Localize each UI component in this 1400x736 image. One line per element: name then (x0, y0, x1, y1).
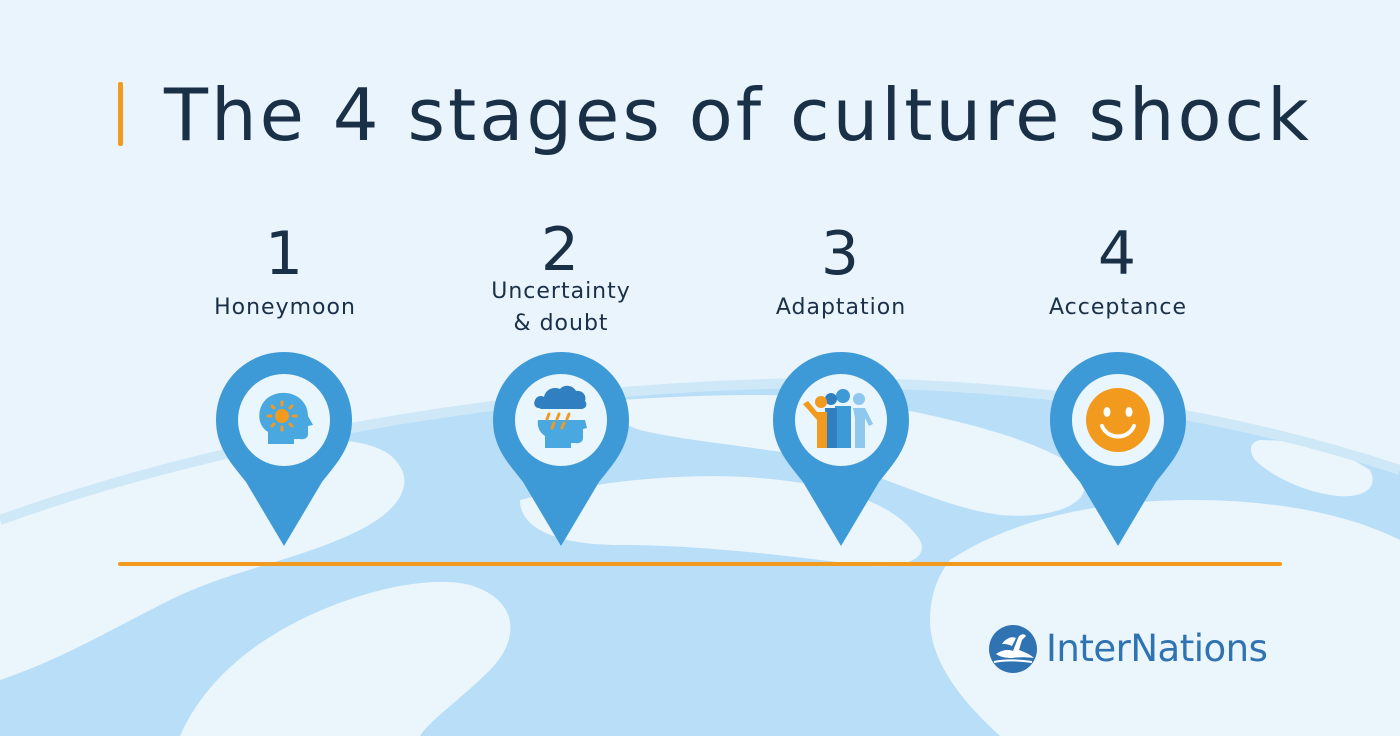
stage-label: Uncertainty & doubt (441, 276, 681, 340)
stage-label-line: Honeymoon (214, 295, 356, 320)
stage-label-line: Acceptance (1048, 295, 1188, 320)
stage-label: Adaptation (721, 292, 961, 324)
stage-number: 1 (264, 219, 306, 289)
location-pin-2 (493, 352, 629, 546)
stage-4: 4 Acceptance (998, 222, 1238, 324)
stage-number: 4 (1097, 219, 1139, 289)
stage-label-line: Adaptation (775, 295, 907, 320)
location-pin-3 (773, 352, 909, 546)
logo-text: InterNations (1046, 627, 1268, 670)
location-pin-4 (1050, 352, 1186, 546)
land-east (930, 500, 1400, 736)
internations-logo: InterNations (988, 622, 1268, 676)
head-cloud-rain-icon (534, 385, 587, 448)
stage-number: 2 (540, 215, 582, 285)
stage-label-line: Uncertainty (491, 279, 631, 304)
stork-bird-icon (989, 625, 1037, 673)
stage-1: 1 Honeymoon (165, 222, 405, 324)
stage-number: 3 (820, 219, 862, 289)
page-title: The 4 stages of culture shock (164, 73, 1312, 157)
head-sun-icon (259, 392, 313, 444)
group-of-people-icon (803, 389, 873, 448)
land-island (1250, 440, 1373, 497)
stage-label: Honeymoon (165, 292, 405, 324)
stage-2: 2 Uncertainty & doubt (441, 218, 681, 340)
smiley-face-icon (1086, 388, 1150, 452)
stage-label: Acceptance (998, 292, 1238, 324)
stage-label-line: & doubt (513, 311, 609, 336)
land-south (180, 581, 511, 736)
title-accent-bar (118, 82, 123, 146)
location-pin-1 (216, 352, 352, 546)
stage-3: 3 Adaptation (721, 222, 961, 324)
